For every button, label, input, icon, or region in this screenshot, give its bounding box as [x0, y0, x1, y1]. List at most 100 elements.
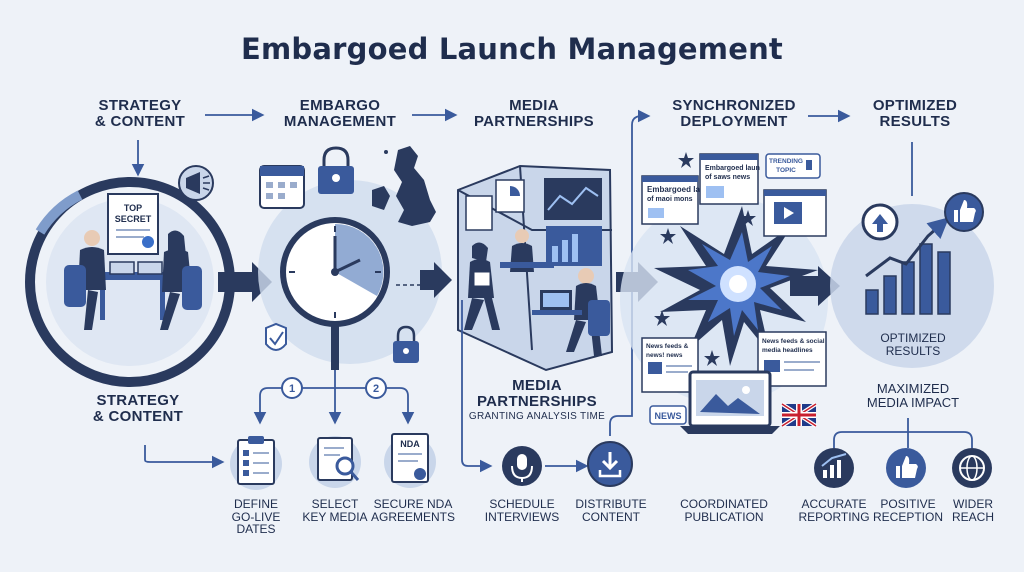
thumbs-up-icon: [944, 192, 984, 232]
label-line: PARTNERSHIPS: [476, 392, 597, 410]
maximized-label: MAXIMIZED MEDIA IMPACT: [848, 382, 978, 409]
embargo-illustration: [258, 146, 452, 370]
label-line: STRATEGY: [96, 392, 180, 409]
strategy-illustration: TOP SECRET: [25, 165, 235, 387]
download-icon: [587, 441, 633, 487]
laptop-news-icon: [680, 370, 780, 434]
step-label-line: AGREEMENTS: [370, 509, 455, 524]
megaphone-icon: [178, 165, 214, 201]
stage-heading-line: OPTIMIZED: [872, 97, 958, 114]
nda-document-icon: NDA: [384, 433, 436, 488]
media-bottom-label: MEDIA PARTNERSHIPS GRANTING ANALYSIS TIM…: [462, 378, 612, 422]
step-label-line: RECEPTION: [872, 509, 943, 524]
strategy-bottom-label: STRATEGY & CONTENT: [78, 393, 198, 425]
media-office-illustration: [457, 164, 614, 372]
thumbs-up-small-icon: [886, 448, 926, 488]
stage-heading-line: MEDIA: [509, 97, 559, 114]
step-label-line: DISTRIBUTE: [575, 497, 647, 511]
card4-line2: media headlines: [762, 347, 813, 354]
growth-chart-icon: [814, 448, 854, 488]
card1-line2: of maoi mons: [647, 196, 693, 203]
monitor-icon: [544, 178, 602, 220]
results-branch-lines: [833, 418, 973, 448]
microphone-icon: [502, 446, 542, 486]
stage-heading-results: OPTIMIZED RESULTS: [850, 98, 980, 130]
top-secret-line2: SECRET: [115, 214, 152, 224]
flow-arrow-4: [790, 266, 840, 306]
step-label-line: GO-LIVE: [231, 509, 281, 524]
label-subtitle: GRANTING ANALYSIS TIME: [468, 410, 606, 422]
trending-line2: TOPIC: [776, 167, 796, 174]
person-right-icon: [160, 230, 202, 330]
label-line: RESULTS: [885, 343, 941, 358]
card3-line1: News feeds &: [646, 343, 689, 350]
stage-heading-line: MANAGEMENT: [283, 112, 397, 130]
results-illustration: [830, 192, 994, 368]
calendar-icon: [259, 165, 305, 209]
stage-heading-strategy: STRATEGY & CONTENT: [85, 98, 195, 130]
svg-text:2: 2: [373, 383, 379, 395]
page-title: Embargoed Launch Management: [241, 32, 783, 66]
laptop-icon: [109, 261, 135, 275]
stage-heading-media: MEDIA PARTNERSHIPS: [464, 98, 604, 130]
globe-icon: [952, 448, 992, 488]
stage-heading-line: DEPLOYMENT: [680, 112, 788, 130]
card2-line1: Embargoed laun: [705, 165, 760, 172]
stage-heading-line: PARTNERSHIPS: [473, 112, 594, 130]
flow-arrow-2: [420, 262, 452, 298]
svg-text:NEWS: NEWS: [655, 411, 682, 421]
label-line: MEDIA IMPACT: [866, 394, 960, 410]
label-line: MAXIMIZED: [876, 381, 950, 396]
stage-heading-line: SYNCHRONIZED: [672, 97, 796, 114]
card3-line2: news! news: [646, 352, 683, 359]
deployment-illustration: Embargoed laun of maoi mons Embargoed la…: [620, 152, 828, 434]
step-label-line: DATES: [236, 522, 276, 537]
padlock-small-icon: [393, 325, 419, 363]
results-inner-label: OPTIMIZED RESULTS: [858, 332, 968, 357]
step-label-line: ACCURATE: [801, 497, 867, 511]
top-secret-line1: TOP: [124, 203, 142, 213]
step-label-line: WIDER: [953, 497, 993, 511]
stage-heading-line: RESULTS: [879, 112, 951, 130]
person-left-icon: [64, 230, 106, 330]
stage-heading-line: STRATEGY: [98, 97, 182, 114]
laptop-icon: [137, 261, 163, 275]
up-arrow-icon: [861, 203, 899, 241]
play-icon: [784, 207, 794, 219]
trending-topic-badge: [765, 153, 821, 179]
svg-text:1: 1: [289, 383, 295, 395]
top-flow-arrows: [131, 108, 913, 300]
card4-line1: News feeds & social: [762, 338, 825, 345]
step-label-line: REPORTING: [798, 509, 870, 524]
label-line: & CONTENT: [92, 407, 184, 425]
card1-line1: Embargoed laun: [647, 185, 710, 194]
person-laptop-icon: [532, 268, 610, 356]
stage-heading-deployment: SYNCHRONIZED DEPLOYMENT: [654, 98, 814, 130]
person-reading-icon: [464, 242, 500, 330]
step-label-line: DEFINE: [233, 497, 278, 511]
step-marker-1: 1: [281, 377, 303, 399]
video-card: [763, 189, 827, 237]
stage-heading-embargo: EMBARGO MANAGEMENT: [270, 98, 410, 130]
embargo-branch-lines: [144, 370, 415, 469]
checklist-icon: [230, 436, 282, 490]
label-line: OPTIMIZED: [880, 331, 946, 345]
step-label-line: COORDINATED: [680, 497, 768, 511]
media-branch-lines: [461, 300, 633, 473]
shield-check-icon: [265, 322, 287, 351]
news-card: [699, 153, 759, 205]
step-label-line: SCHEDULE: [489, 497, 555, 511]
media-search-icon: [309, 436, 361, 488]
person-desk-icon: [500, 229, 554, 272]
step-marker-2: 2: [365, 377, 387, 399]
